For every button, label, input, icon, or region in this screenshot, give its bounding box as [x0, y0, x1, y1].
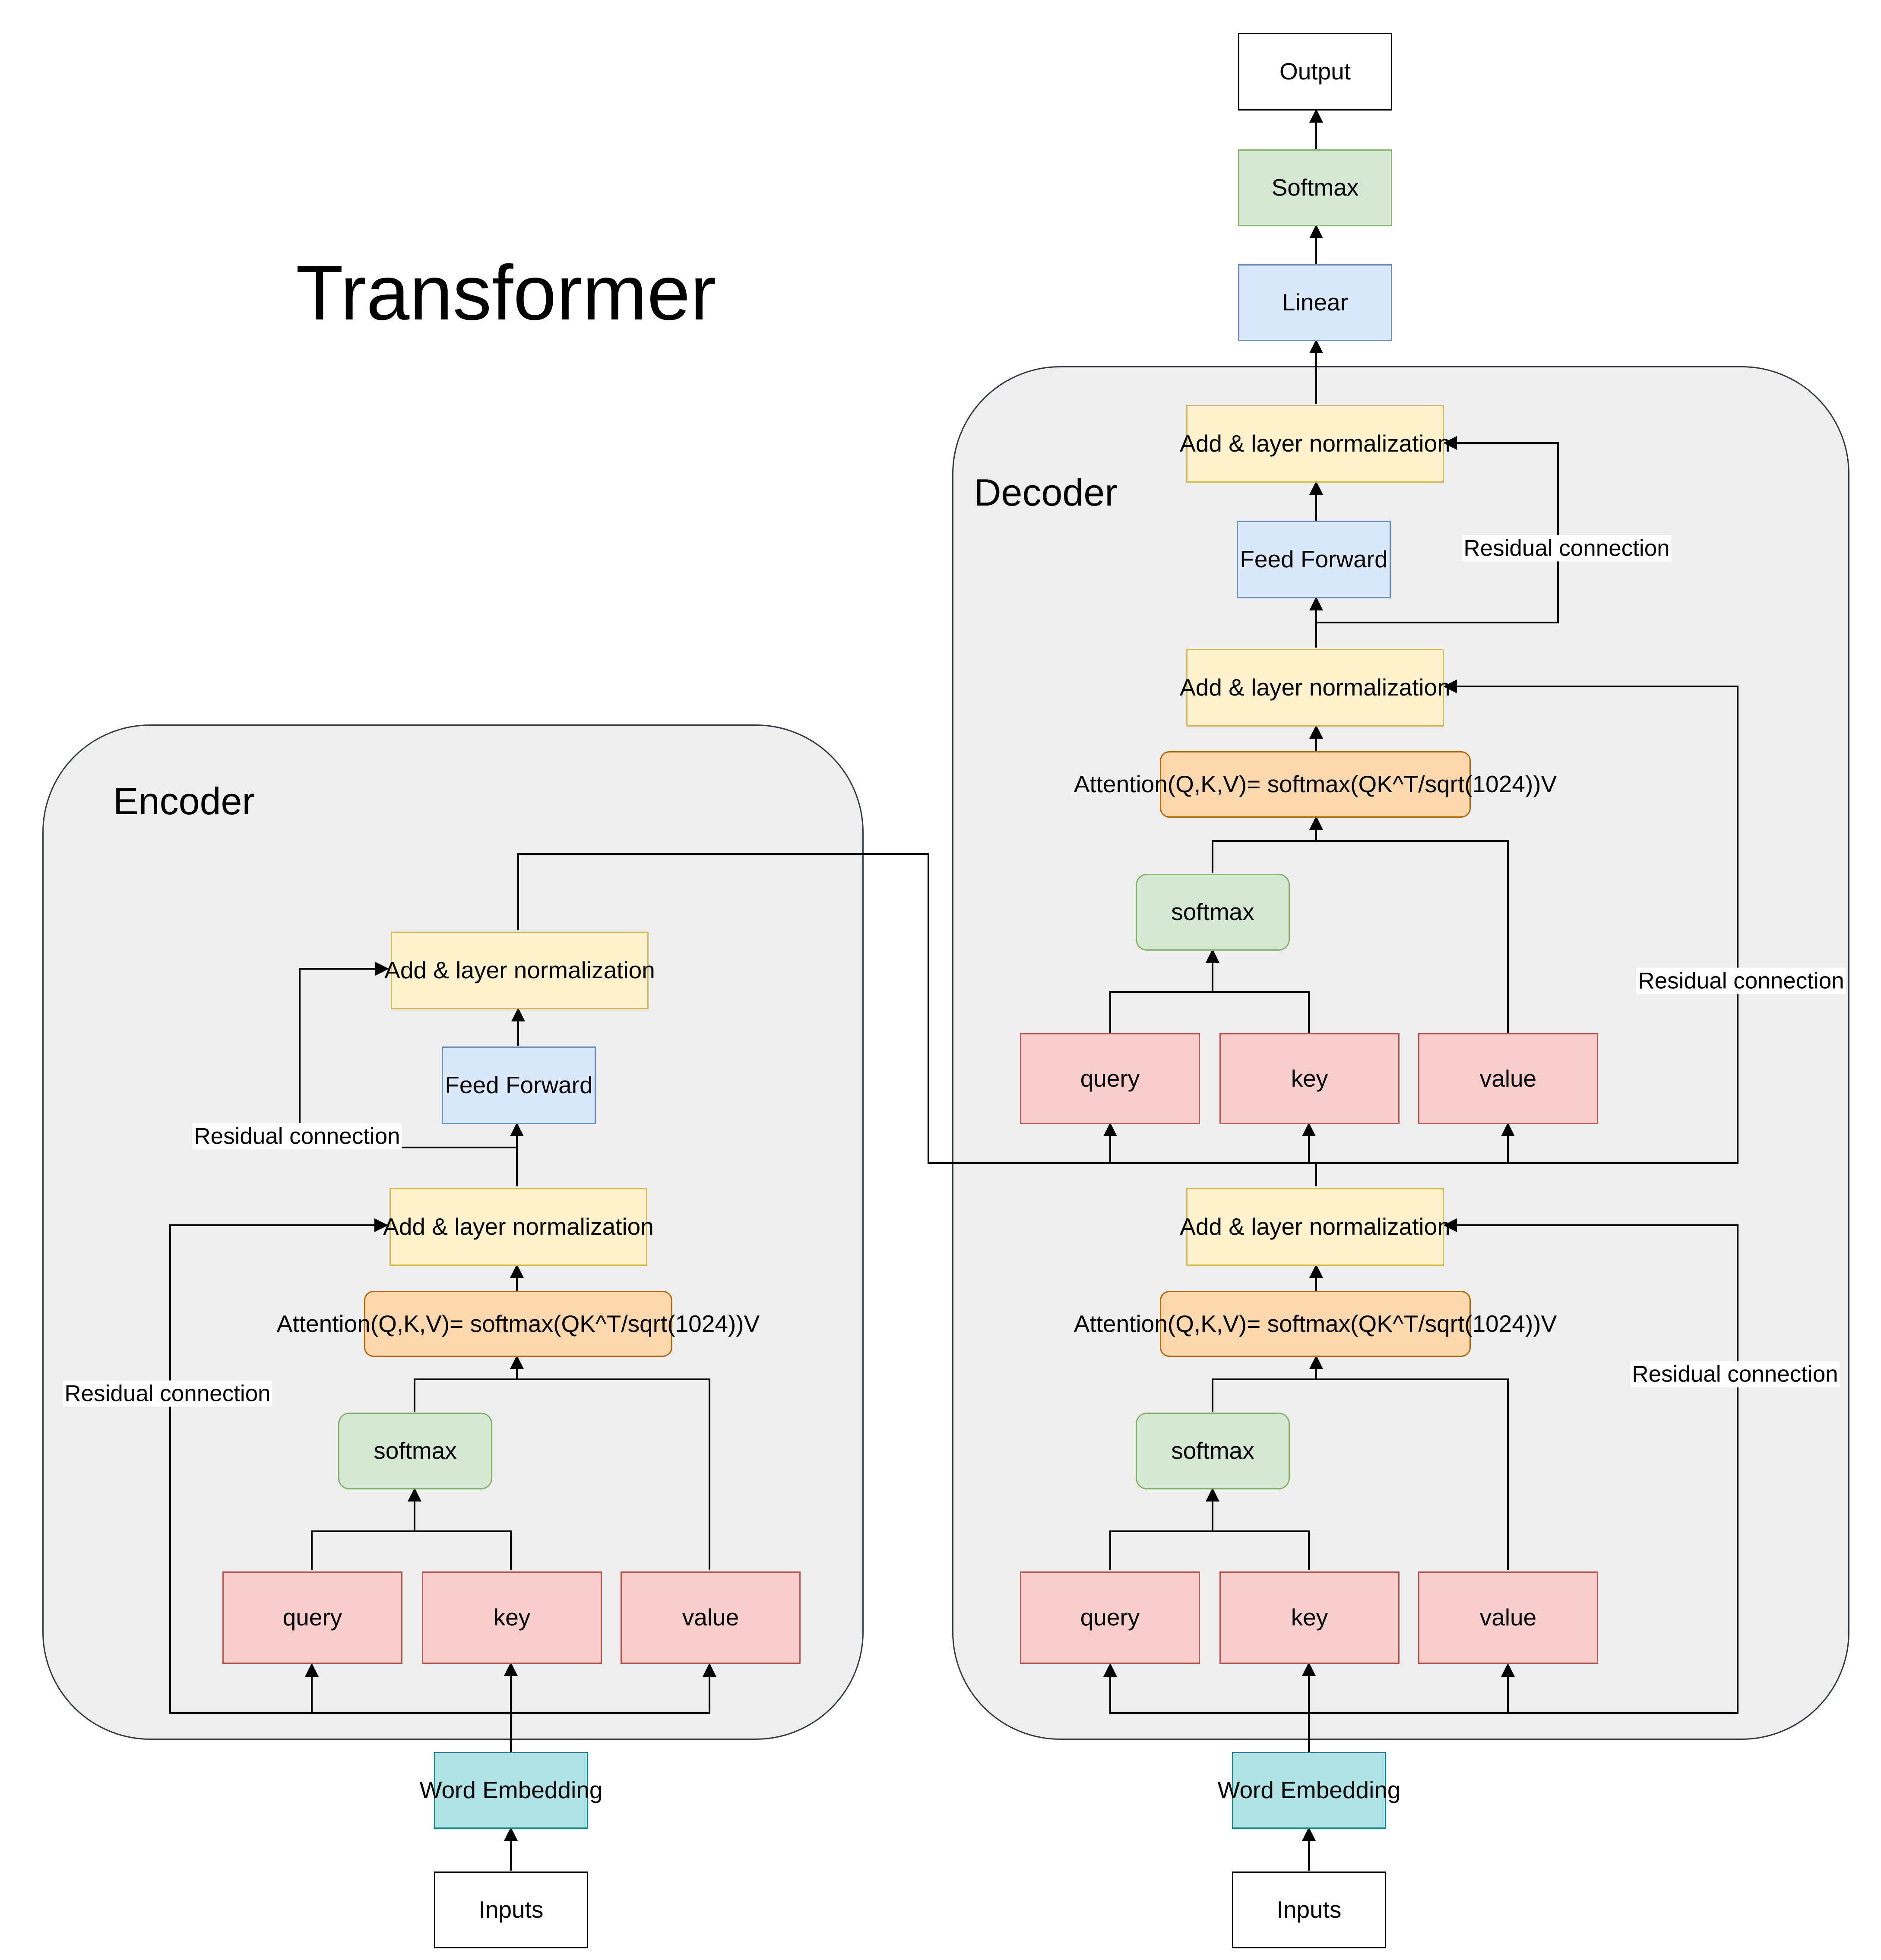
encoder-attention: Attention(Q,K,V)= softmax(QK^T/sqrt(1024…	[277, 1291, 760, 1357]
encoder-title: Encoder	[113, 780, 255, 822]
decoder-residual-label-2: Residual connection	[1636, 967, 1846, 994]
edge-dec-residual-lower	[1443, 1218, 1738, 1714]
encoder-add-norm-bottom: Add & layer normalization	[383, 1188, 654, 1266]
decoder-query-lower: query	[1020, 1571, 1200, 1664]
edge-dec-input-query	[1103, 1663, 1309, 1714]
encoder-query: query	[222, 1571, 402, 1664]
decoder-add-norm-mid: Add & layer normalization	[1180, 649, 1450, 727]
decoder-key-lower: key	[1219, 1571, 1400, 1664]
edge-dec-residual-top	[1316, 436, 1559, 623]
encoder-softmax: softmax	[338, 1413, 492, 1489]
edge-enc-residual-top	[299, 962, 517, 1148]
decoder-value-upper: value	[1418, 1033, 1598, 1124]
edge-dec-lower-to-upper	[1315, 1162, 1508, 1186]
decoder-value-lower: value	[1418, 1571, 1598, 1664]
encoder-residual-label-bottom: Residual connection	[63, 1380, 272, 1407]
encoder-word-embedding: Word Embedding	[420, 1752, 602, 1829]
edge-enc-input-query	[305, 1663, 511, 1714]
encoder-key: key	[422, 1571, 602, 1664]
decoder-attention-lower: Attention(Q,K,V)= softmax(QK^T/sqrt(1024…	[1074, 1291, 1557, 1357]
edge-dec-qk-join-lower	[1109, 1530, 1310, 1570]
encoder-add-norm-top: Add & layer normalization	[384, 932, 655, 1009]
edge-dec-softmax-value-join-upper	[1212, 840, 1509, 1033]
decoder-feed-forward: Feed Forward	[1237, 521, 1391, 598]
edge-enc-residual-bottom	[169, 1218, 388, 1714]
edge-dec-residual-mid	[1443, 680, 1738, 1164]
decoder-softmax-lower: softmax	[1136, 1413, 1290, 1489]
output-softmax: Softmax	[1238, 149, 1392, 226]
diagram-title: Transformer	[296, 250, 716, 336]
edge-dec-qk-join-upper	[1109, 991, 1310, 1033]
encoder-feed-forward: Feed Forward	[442, 1046, 596, 1124]
edge-enc-softmax-value-join	[414, 1378, 710, 1570]
decoder-word-embedding: Word Embedding	[1218, 1752, 1400, 1829]
decoder-residual-label-3: Residual connection	[1630, 1361, 1840, 1388]
decoder-inputs: Inputs	[1232, 1871, 1386, 1948]
decoder-residual-label-1: Residual connection	[1462, 535, 1672, 562]
decoder-attention-upper: Attention(Q,K,V)= softmax(QK^T/sqrt(1024…	[1074, 751, 1557, 818]
decoder-add-norm-top: Add & layer normalization	[1180, 405, 1450, 483]
decoder-add-norm-low: Add & layer normalization	[1180, 1188, 1450, 1266]
encoder-residual-label-top: Residual connection	[192, 1123, 402, 1150]
decoder-softmax-upper: softmax	[1136, 874, 1290, 951]
encoder-value: value	[621, 1571, 801, 1664]
encoder-inputs: Inputs	[434, 1871, 588, 1948]
decoder-key-upper: key	[1219, 1033, 1400, 1124]
edge-dec-softmax-value-join-lower	[1212, 1378, 1509, 1570]
output-box: Output	[1238, 33, 1392, 111]
edge-dec-input-bus	[1309, 1663, 1515, 1714]
linear-layer: Linear	[1238, 264, 1392, 341]
decoder-query-upper: query	[1020, 1033, 1200, 1124]
edge-enc-to-decoder	[517, 853, 1540, 1164]
edge-enc-input-bus	[511, 1663, 716, 1714]
edge-enc-qk-join	[311, 1530, 512, 1570]
decoder-title: Decoder	[974, 471, 1118, 514]
